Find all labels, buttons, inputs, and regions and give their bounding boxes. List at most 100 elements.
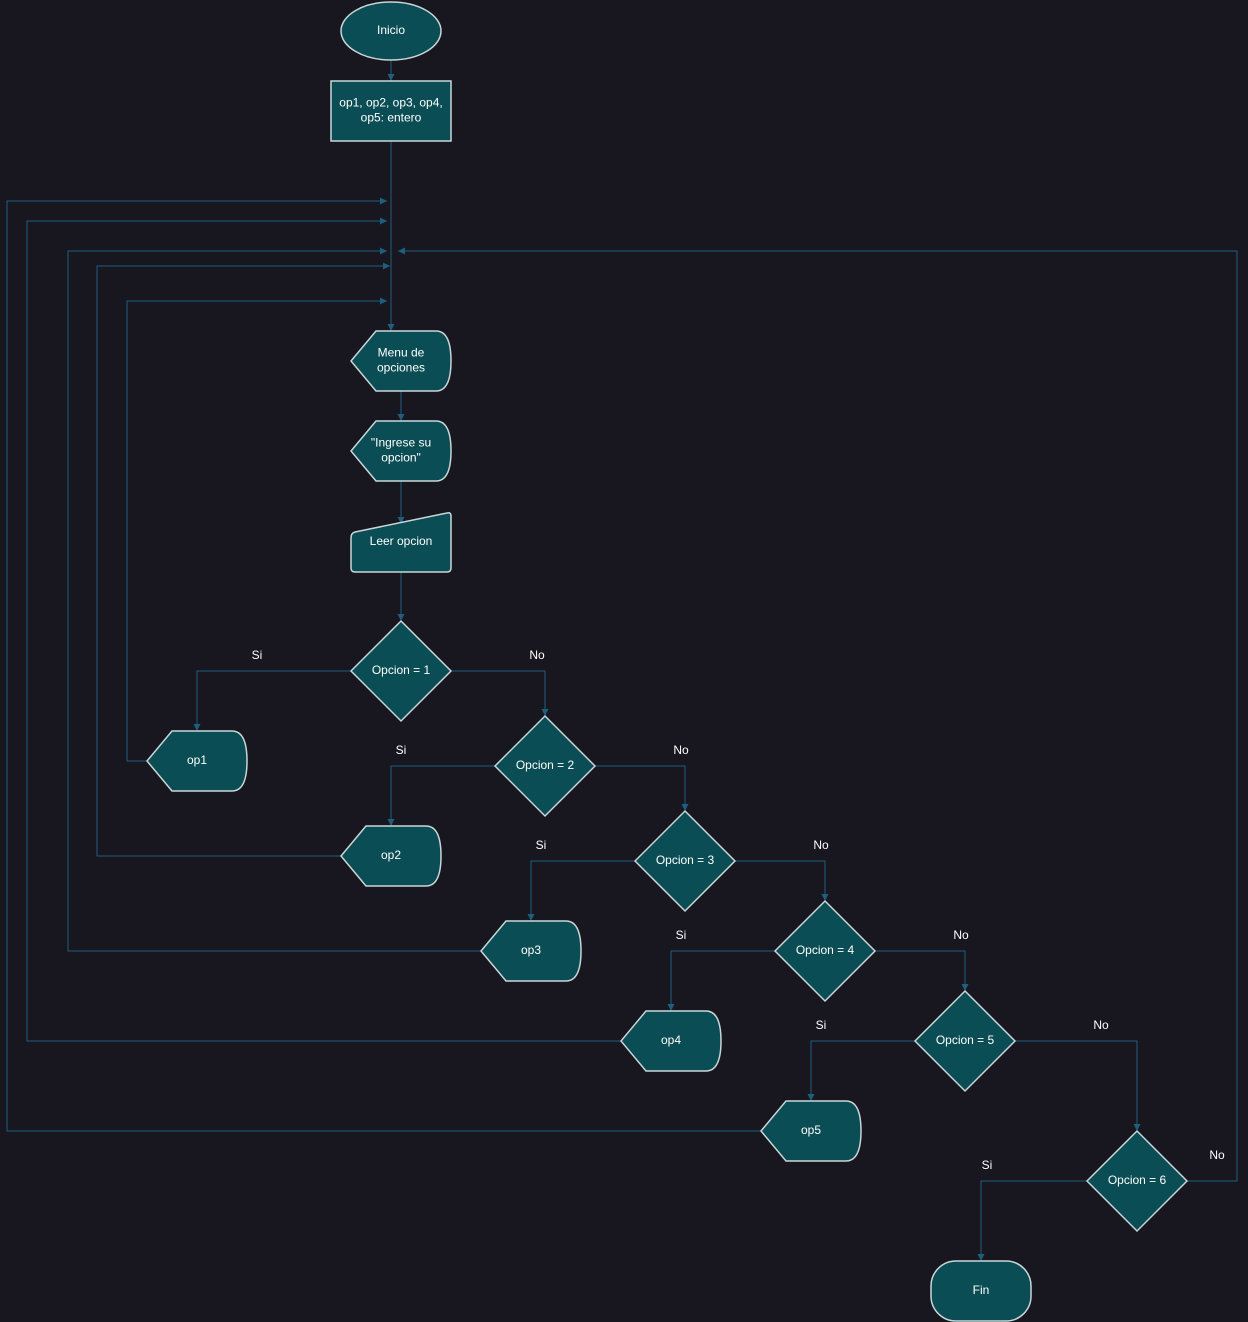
vars-node: op1, op2, op3, op4,op5: entero <box>330 80 452 142</box>
menu-label: opciones <box>377 361 425 375</box>
edge-d4-yes-arrowhead <box>667 1004 675 1011</box>
edge-op2-loop <box>96 265 390 857</box>
edge-label-d5-yes: Si <box>816 1018 827 1032</box>
edge-d3-yes-arrowhead <box>527 914 535 921</box>
d2-node: Opcion = 2 <box>493 714 597 818</box>
vars-shape <box>330 80 452 142</box>
edge-label-d2-no: No <box>673 743 689 757</box>
edge-d1-yes <box>196 670 351 731</box>
op4-label: op4 <box>661 1033 681 1047</box>
op2-label: op2 <box>381 848 401 862</box>
d4-node: Opcion = 4 <box>773 899 877 1003</box>
edge-d4-no <box>875 950 966 991</box>
edge-op3-loop-arrowhead <box>380 247 387 255</box>
edge-op4-loop-arrowhead <box>380 217 387 225</box>
edge-d4-yes <box>670 950 775 1011</box>
leer-label: Leer opcion <box>370 534 433 548</box>
nodes: Inicio op1, op2, op3, op4,op5: enteroMenu… <box>146 1 1189 1322</box>
op3-shape <box>480 920 582 982</box>
prompt-label: "Ingrese su <box>371 436 431 450</box>
edge-label-d2-yes: Si <box>396 743 407 757</box>
edge-op5-loop-arrowhead <box>380 197 387 205</box>
prompt-shape <box>350 420 452 482</box>
edge-label-d5-no: No <box>1093 1018 1109 1032</box>
op5-label: op5 <box>801 1123 821 1137</box>
d6-shape <box>1085 1129 1189 1233</box>
edge-d5-no-arrowhead <box>1133 1124 1141 1131</box>
d5-label: Opcion = 5 <box>936 1033 995 1047</box>
d2-label: Opcion = 2 <box>516 758 575 772</box>
op2-shape <box>340 825 442 887</box>
d1-label: Opcion = 1 <box>372 663 431 677</box>
edge-vars-menu-arrowhead <box>387 324 395 331</box>
d6-label: Opcion = 6 <box>1108 1173 1167 1187</box>
edge-d6-no-loop-arrowhead <box>398 247 405 255</box>
d1-node: Opcion = 1 <box>349 619 453 723</box>
menu-label: Menu de <box>378 346 425 360</box>
edge-op4-loop <box>26 220 621 1042</box>
op3-label: op3 <box>521 943 541 957</box>
op4-shape <box>620 1010 722 1072</box>
d3-shape <box>633 809 737 913</box>
edge-d6-no-loop <box>398 250 1238 1182</box>
op1-label: op1 <box>187 753 207 767</box>
d6-node: Opcion = 6 <box>1085 1129 1189 1233</box>
edge-label-d4-no: No <box>953 928 969 942</box>
edge-op3-loop <box>67 250 481 952</box>
connectors <box>6 60 1238 1261</box>
edge-d6-yes-arrowhead <box>977 1254 985 1261</box>
op3-node: op3 <box>480 920 582 982</box>
d3-node: Opcion = 3 <box>633 809 737 913</box>
edge-d5-no <box>1015 1040 1138 1131</box>
inicio-node: Inicio <box>340 1 442 61</box>
edge-d2-yes-arrowhead <box>387 819 395 826</box>
edge-label-d4-yes: Si <box>676 928 687 942</box>
edge-d2-no-arrowhead <box>681 804 689 811</box>
edge-label-d6-yes: Si <box>982 1158 993 1172</box>
edge-d2-no <box>595 765 686 811</box>
leer-node: Leer opcion <box>350 512 452 573</box>
inicio-shape <box>340 1 442 61</box>
edge-op1-loop-arrowhead <box>380 297 387 305</box>
edge-label-d6-no: No <box>1209 1148 1225 1162</box>
edge-label-d3-yes: Si <box>536 838 547 852</box>
vars-label: op1, op2, op3, op4, <box>339 96 442 110</box>
menu-shape <box>350 330 452 392</box>
d2-shape <box>493 714 597 818</box>
op2-node: op2 <box>340 825 442 887</box>
d3-label: Opcion = 3 <box>656 853 715 867</box>
edge-leer-d1-arrowhead <box>397 614 405 621</box>
edge-label-d1-yes: Si <box>252 648 263 662</box>
edge-prompt-leer-arrowhead <box>397 517 405 524</box>
edge-d3-no <box>735 860 826 901</box>
edge-menu-prompt-arrowhead <box>397 414 405 421</box>
edge-d1-no <box>451 670 546 716</box>
prompt-label: opcion" <box>381 451 421 465</box>
d5-node: Opcion = 5 <box>913 989 1017 1093</box>
edge-op5-loop <box>6 200 761 1132</box>
inicio-label: Inicio <box>377 23 405 37</box>
edge-d3-no-arrowhead <box>821 894 829 901</box>
edge-d4-no-arrowhead <box>961 984 969 991</box>
leer-shape <box>350 512 452 573</box>
edge-d3-yes <box>530 860 635 921</box>
op5-node: op5 <box>760 1100 862 1162</box>
edge-d5-yes-arrowhead <box>807 1094 815 1101</box>
d4-shape <box>773 899 877 1003</box>
edge-label-d3-no: No <box>813 838 829 852</box>
edge-label-d1-no: No <box>529 648 545 662</box>
edge-op1-loop <box>126 300 387 762</box>
d5-shape <box>913 989 1017 1093</box>
edge-d1-no-arrowhead <box>541 709 549 716</box>
fin-shape <box>930 1260 1032 1322</box>
fin-node: Fin <box>930 1260 1032 1322</box>
op5-shape <box>760 1100 862 1162</box>
edge-d1-yes-arrowhead <box>193 724 201 731</box>
op4-node: op4 <box>620 1010 722 1072</box>
d4-label: Opcion = 4 <box>796 943 855 957</box>
op1-node: op1 <box>146 730 248 792</box>
